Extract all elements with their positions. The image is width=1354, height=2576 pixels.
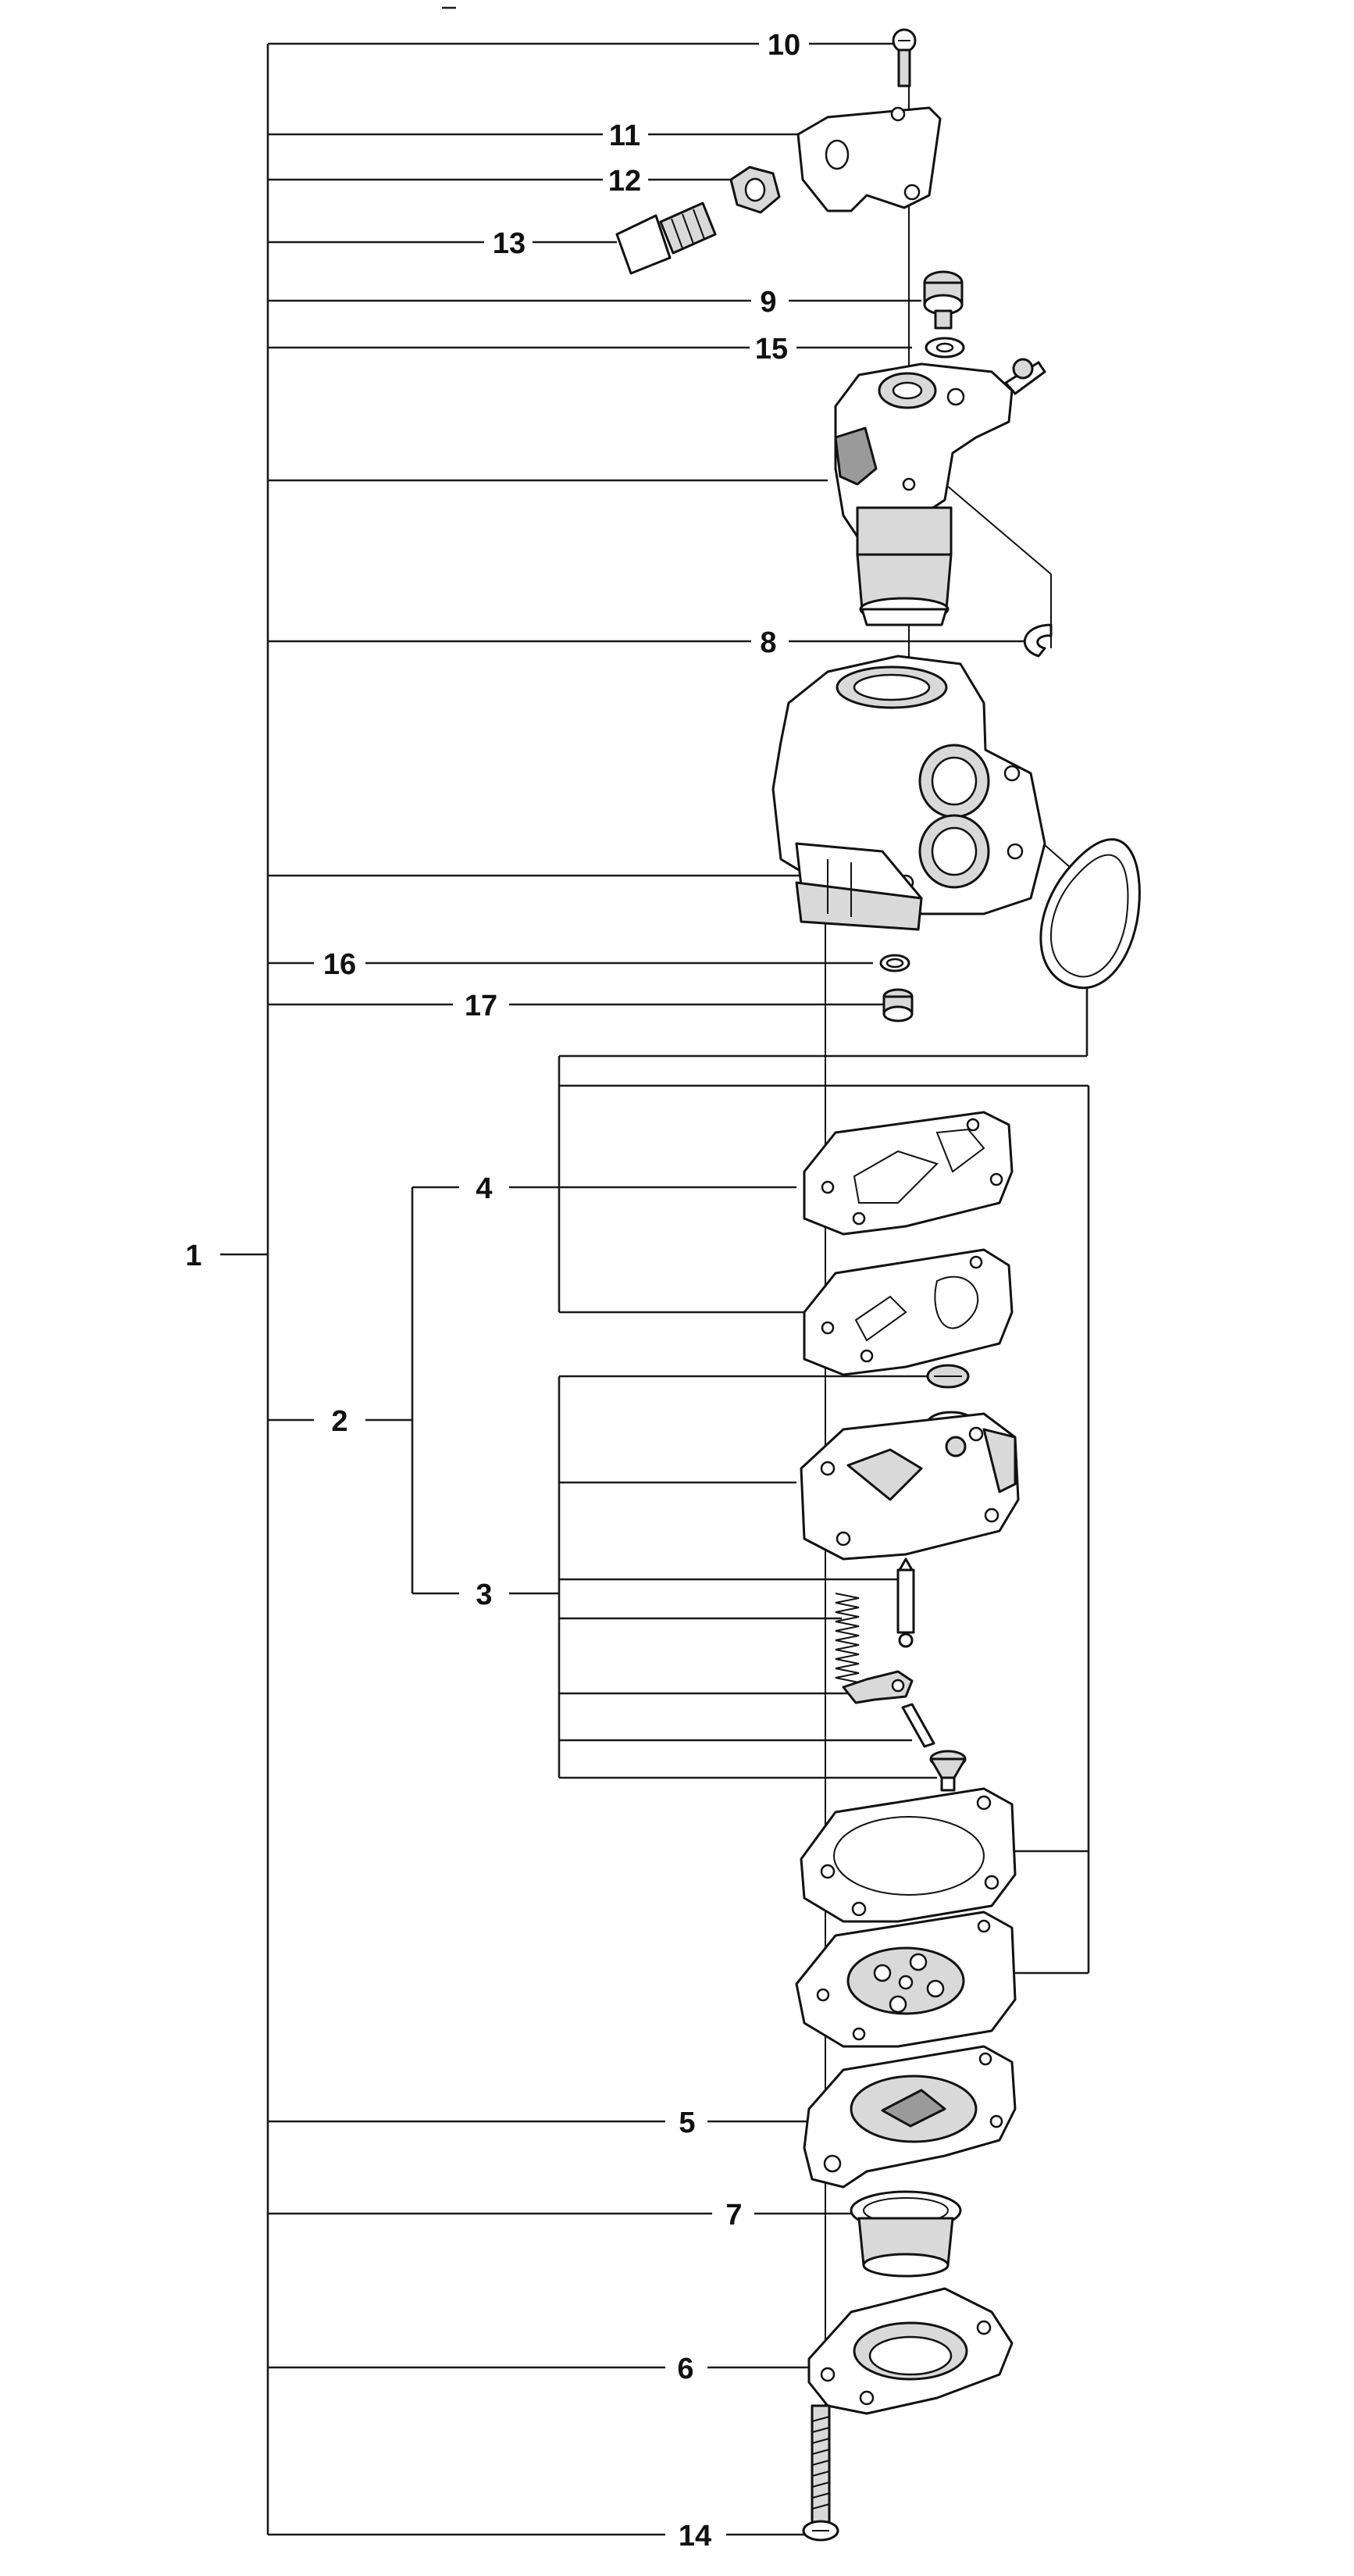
- callout-10: 10: [768, 29, 800, 62]
- part-3-screw: [929, 1750, 967, 1792]
- part-3-lever: [842, 1670, 914, 1704]
- leader-lines: [220, 42, 1090, 2536]
- part-oval-gasket: [1039, 838, 1141, 990]
- part-8-clip: [1023, 623, 1053, 658]
- part-17-plug: [882, 988, 914, 1022]
- callout-8: 8: [760, 626, 776, 659]
- part-16-oring: [879, 954, 910, 972]
- part-15-washer: [925, 337, 965, 359]
- part-4-gasket-upper: [803, 1111, 1014, 1236]
- callout-7: 7: [725, 2199, 742, 2232]
- part-5-pump-cover: [803, 2045, 1017, 2189]
- part-9-screw: [923, 270, 964, 330]
- callout-17: 17: [465, 990, 497, 1022]
- callout-13: 13: [493, 227, 526, 260]
- part-11-bracket: [796, 106, 942, 212]
- callout-4: 4: [476, 1172, 492, 1205]
- part-3-pin: [901, 1703, 935, 1748]
- part-13-adjuster: [615, 202, 717, 275]
- callout-5: 5: [679, 2107, 695, 2139]
- callout-11: 11: [609, 120, 640, 152]
- part-3-metering-body: [800, 1364, 1020, 1561]
- part-throttle-shaft-assembly: [834, 358, 1046, 626]
- part-7-primer-bulb: [850, 2190, 962, 2278]
- part-4-gasket-lower: [803, 1248, 1014, 1376]
- callout-3: 3: [476, 1579, 492, 1611]
- part-10-screw: [892, 28, 917, 87]
- part-3-needle: [896, 1557, 915, 1648]
- callout-16: 16: [323, 948, 356, 981]
- callout-9: 9: [760, 286, 776, 319]
- part-diaphragm-gasket: [800, 1787, 1017, 1923]
- part-14-long-screw: [802, 2404, 839, 2542]
- callout-6: 6: [677, 2353, 693, 2385]
- part-carburetor-body: [771, 655, 1046, 931]
- part-3-spring: [835, 1593, 860, 1683]
- part-diaphragm: [795, 1911, 1017, 2048]
- callout-labels: 1 2 3 4 5 6 7 8 9 10 11 12 13 14 15 16 1…: [185, 29, 800, 2553]
- callout-1: 1: [185, 1240, 201, 1272]
- callout-2: 2: [331, 1405, 347, 1438]
- part-12-nut: [729, 166, 781, 214]
- callout-14: 14: [679, 2520, 711, 2553]
- callout-12: 12: [608, 165, 641, 198]
- part-6-retainer: [807, 2287, 1014, 2415]
- callout-15: 15: [755, 333, 788, 366]
